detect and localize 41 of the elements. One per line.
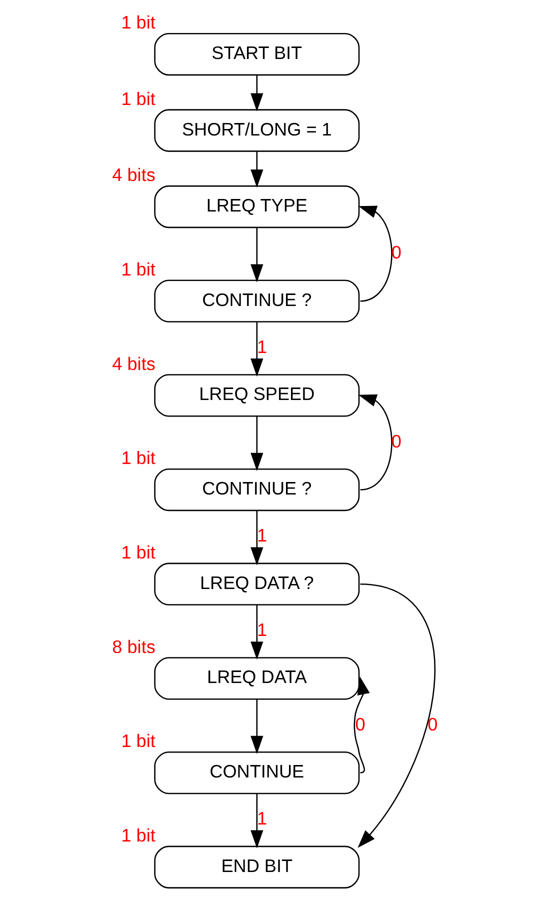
edge-label: 0 xyxy=(391,430,402,451)
edge-label: 1 xyxy=(257,336,268,357)
arrow xyxy=(250,698,264,754)
node-label: 1 bit xyxy=(121,12,156,32)
node-label: 1 bit xyxy=(121,730,156,751)
arrow xyxy=(250,227,264,282)
arrow xyxy=(250,74,264,111)
node-box: CONTINUE xyxy=(154,750,360,794)
node-label: 1 bit xyxy=(121,542,156,562)
arrow xyxy=(250,416,264,470)
arrow xyxy=(250,793,264,848)
edge-label: 0 xyxy=(391,242,402,262)
node-box: CONTINUE ? xyxy=(154,468,360,511)
edge-label: 1 xyxy=(257,525,268,546)
arrow xyxy=(250,321,264,376)
node-label: 4 bits xyxy=(112,164,156,185)
arrow xyxy=(250,151,264,188)
arrow xyxy=(358,394,392,490)
edge-label: 1 xyxy=(257,620,268,640)
node-label: 1 bit xyxy=(121,448,156,468)
node-box: START BIT xyxy=(154,32,360,76)
node-box: LREQ TYPE xyxy=(154,184,360,228)
arrow xyxy=(250,604,264,660)
edge-label: 0 xyxy=(355,714,366,734)
edge-label: 0 xyxy=(428,714,438,734)
edge-label: 1 xyxy=(257,808,268,828)
node-box: END BIT xyxy=(154,845,360,888)
arrow xyxy=(358,205,392,302)
arrow xyxy=(250,510,264,565)
arrow xyxy=(358,582,436,848)
node-label: 1 bit xyxy=(121,259,156,280)
node-box: LREQ DATA ? xyxy=(154,562,360,605)
node-box: CONTINUE ? xyxy=(154,279,360,322)
node-label: 1 bit xyxy=(121,88,156,108)
arrow xyxy=(354,676,370,773)
node-label: 4 bits xyxy=(112,353,156,374)
node-label: 8 bits xyxy=(112,636,156,656)
node-label: 1 bit xyxy=(121,825,156,846)
node-box: LREQ SPEED xyxy=(154,374,360,416)
node-box: LREQ DATA xyxy=(154,656,360,700)
node-box: SHORT/LONG = 1 xyxy=(154,108,360,152)
